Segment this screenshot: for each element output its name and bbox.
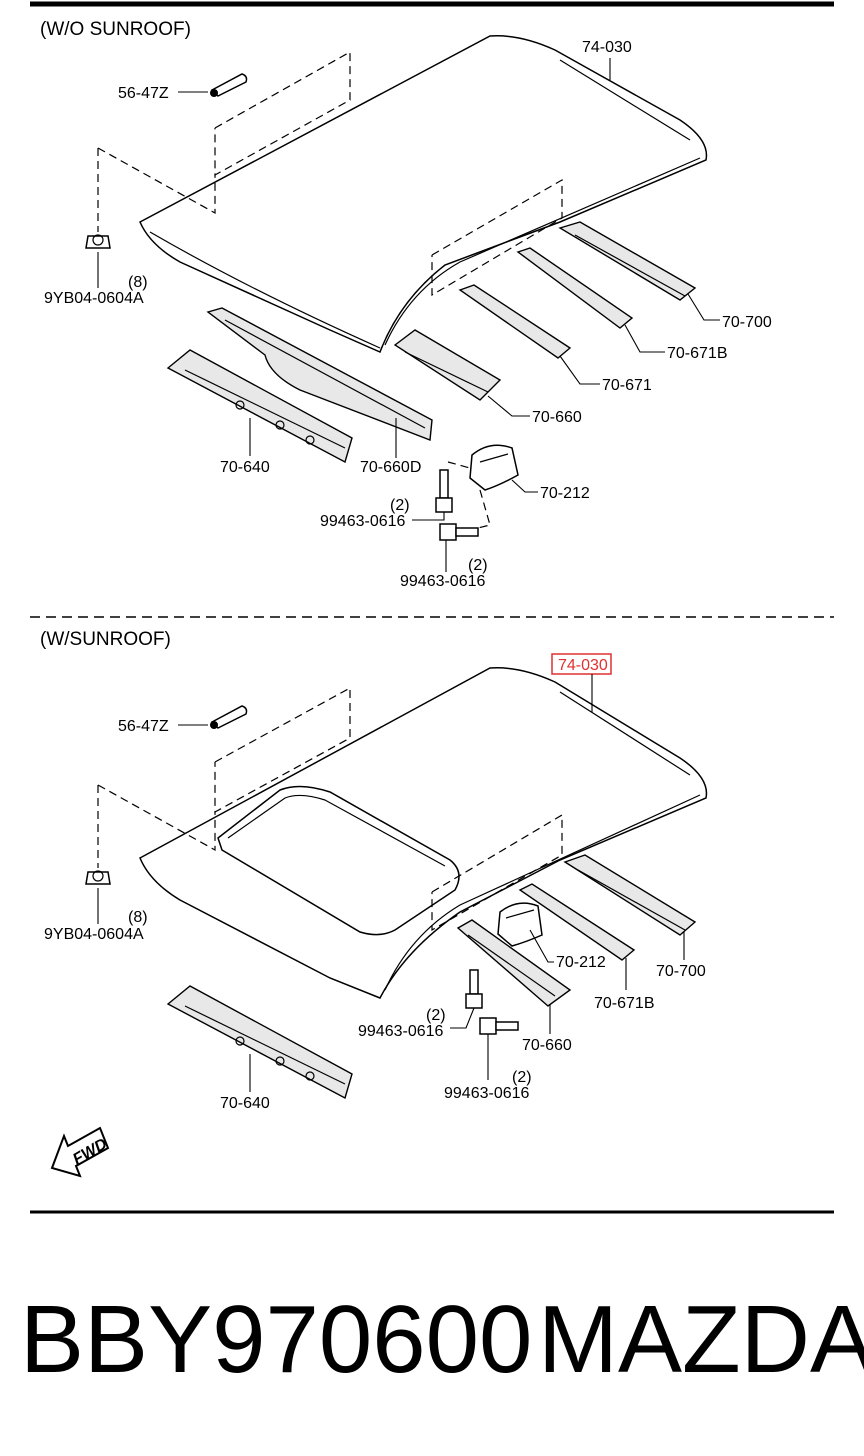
label-rail-660-top: 70-660 (532, 409, 582, 426)
bolt-a-leader-top (412, 512, 445, 521)
label-rail-700-bottom: 70-700 (656, 963, 706, 980)
rail-700-leader-top (687, 293, 720, 321)
label-bolt-a-top: 99463-0616 (320, 513, 406, 530)
label-bracket-top: 70-212 (540, 485, 590, 502)
label-rail-671-top: 70-671 (602, 377, 652, 394)
caption-brand: MAZDA (538, 1286, 864, 1393)
label-bolt-b-qty-bottom: (2) (512, 1069, 532, 1086)
bolt-a-top (435, 469, 453, 513)
label-rail-640-top: 70-640 (220, 459, 270, 476)
label-nut-bottom: 9YB04-0604A (44, 926, 144, 943)
bracket-leader-top (511, 479, 538, 493)
section-title-with-sunroof: (W/SUNROOF) (40, 629, 171, 650)
label-bolt-b-qty-top: (2) (468, 557, 488, 574)
rail-70-640-top (166, 349, 353, 464)
label-bolt-b-bottom: 99463-0616 (444, 1085, 530, 1102)
label-clip-bottom: 56-47Z (118, 718, 169, 735)
roof-panel-top (139, 35, 708, 354)
rail-660-leader-top (487, 395, 530, 417)
highlight-box-roof (551, 653, 612, 675)
label-rail-660-bottom: 70-660 (522, 1037, 572, 1054)
clip-guide-top (214, 50, 351, 177)
label-bracket-bottom: 70-212 (556, 954, 606, 971)
clip-56-47z-bottom (210, 705, 248, 729)
label-rail-660d-top: 70-660D (360, 459, 421, 476)
nut-guide-top (97, 147, 216, 215)
label-rail-700-top: 70-700 (722, 314, 772, 331)
nut-9yb04-bottom (85, 870, 111, 885)
roof-panel-bottom (139, 667, 708, 999)
label-rail-671b-bottom: 70-671B (594, 995, 655, 1012)
label-bolt-a-bottom: 99463-0616 (358, 1023, 444, 1040)
rail-70-660d-top (206, 307, 433, 441)
label-nut-qty-bottom: (8) (128, 909, 148, 926)
bolt-b-top (439, 523, 479, 541)
rail-70-671b-bottom (518, 883, 636, 961)
label-nut-top: 9YB04-0604A (44, 290, 144, 307)
rail-70-671b-top (516, 247, 634, 329)
label-bolt-b-top: 99463-0616 (400, 573, 486, 590)
bolt-a-bottom (465, 969, 483, 1009)
rail-671-leader-top (559, 355, 600, 385)
rail-70-640-bottom (166, 985, 353, 1100)
clip-56-47z-top (210, 73, 248, 97)
rail-70-700-top (558, 221, 697, 301)
nut-guide-bottom (97, 784, 216, 852)
bolt-guide-top (469, 489, 491, 531)
bracket-70-212-top (469, 444, 519, 491)
label-rail-640-bottom: 70-640 (220, 1095, 270, 1112)
fwd-arrow-icon: FWD (50, 1126, 111, 1178)
label-roof-top: 74-030 (582, 39, 632, 56)
bolt-a-leader-bottom (450, 1007, 475, 1029)
rail-70-660-top (393, 329, 502, 401)
caption-part-number: BBY970600 (20, 1286, 532, 1393)
rail-671b-leader-top (624, 324, 665, 353)
bracket-guide-top (447, 461, 471, 469)
label-rail-671b-top: 70-671B (667, 345, 728, 362)
rail-70-671-top (458, 284, 572, 359)
bolt-b-bottom (479, 1017, 519, 1035)
bracket-leader-bottom (529, 929, 554, 963)
bracket-70-212-bottom (497, 902, 543, 947)
rail-70-700-bottom (563, 854, 697, 936)
label-bolt-a-qty-bottom: (2) (426, 1007, 446, 1024)
rail-70-660-bottom (456, 919, 572, 1007)
rail-guide-top (431, 178, 563, 297)
section-title-without-sunroof: (W/O SUNROOF) (40, 19, 191, 40)
label-bolt-a-qty-top: (2) (390, 497, 410, 514)
rail-guide-bottom (431, 813, 563, 932)
label-clip-top: 56-47Z (118, 85, 169, 102)
label-roof-bottom: 74-030 (558, 657, 608, 674)
nut-9yb04-top (85, 234, 111, 249)
label-nut-qty-top: (8) (128, 274, 148, 291)
